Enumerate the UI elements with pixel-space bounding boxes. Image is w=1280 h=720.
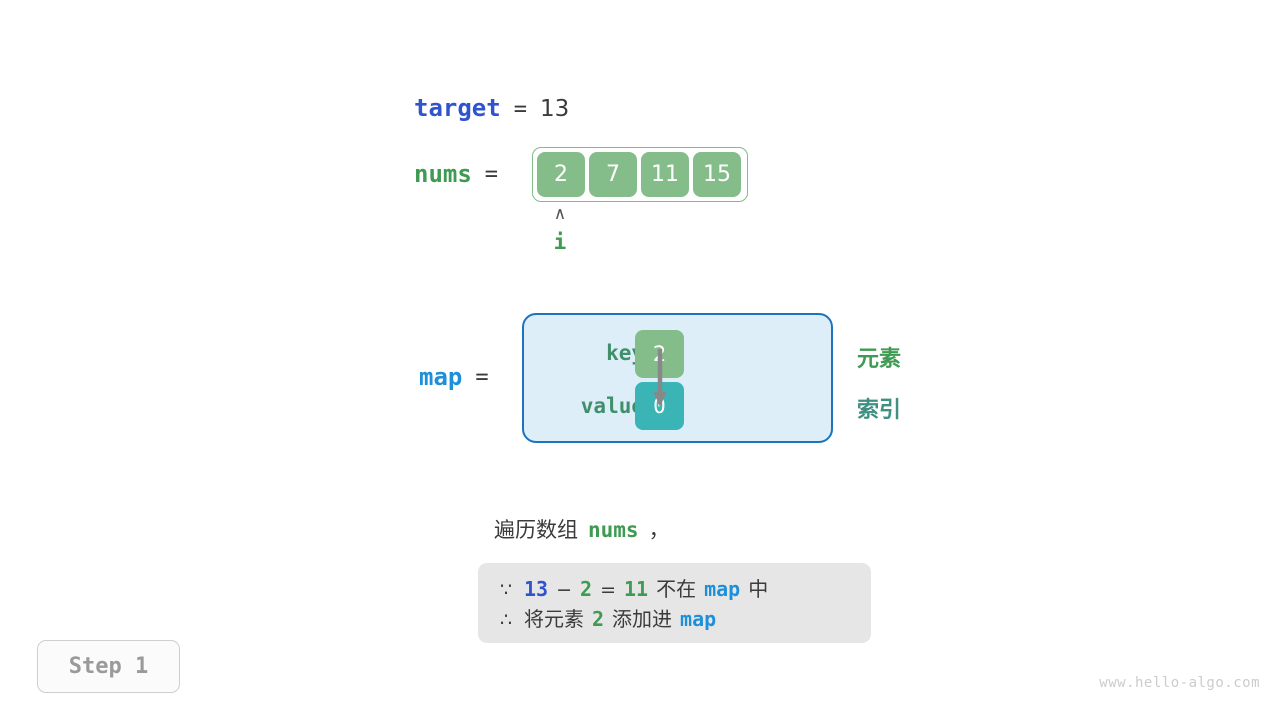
target-value: 13 — [539, 96, 570, 122]
nums-array-container: 2 7 11 15 — [532, 147, 748, 202]
side-note-element: 元素 — [857, 347, 902, 372]
caption-text-before: 遍历数组 — [494, 518, 578, 542]
map-key-label: key — [606, 341, 644, 365]
map-equals-sign: = — [475, 364, 489, 390]
reason2-keyword-map: map — [680, 607, 717, 631]
nums-declaration: nums = — [414, 160, 498, 188]
reason2-text-mid: 添加进 — [612, 607, 673, 631]
array-cell: 15 — [693, 152, 741, 197]
watermark: www.hello-algo.com — [1099, 675, 1260, 691]
reasoning-line-2: ∴ 将元素 2 添加进 map — [500, 603, 849, 633]
target-declaration: target = 13 — [414, 94, 569, 122]
target-variable-label: target — [414, 94, 501, 122]
array-cell: 2 — [537, 152, 585, 197]
map-value-label: value — [580, 394, 644, 418]
index-pointer-group: ∧ i — [532, 204, 588, 255]
reasoning-line-1: ∵ 13 − 2 = 11 不在 map 中 — [500, 573, 849, 603]
map-value-cell: 0 — [635, 382, 684, 430]
caret-up-icon: ∧ — [553, 204, 567, 224]
map-variable-label: map — [419, 363, 463, 391]
array-cell: 11 — [641, 152, 689, 197]
because-symbol: ∵ — [500, 579, 513, 601]
caption-keyword-nums: nums — [588, 518, 639, 542]
reason2-element-value: 2 — [592, 607, 605, 631]
reason-result: 11 — [623, 577, 649, 601]
reason-minus-sign: − — [556, 579, 573, 601]
nums-variable-label: nums — [414, 160, 472, 188]
reason-keyword-map: map — [704, 577, 741, 601]
reason2-text-before: 将元素 — [524, 607, 584, 631]
therefore-symbol: ∴ — [500, 609, 513, 631]
reason-operand-current: 2 — [580, 577, 593, 601]
reason-equals-sign: = — [600, 579, 616, 601]
caption-punctuation: ， — [648, 518, 670, 542]
reason-text-within: 中 — [748, 577, 769, 601]
target-equals-sign: = — [513, 97, 527, 122]
side-note-index: 索引 — [857, 398, 902, 423]
reason-operand-target: 13 — [524, 577, 549, 601]
nums-equals-sign: = — [484, 161, 499, 187]
index-pointer-label: i — [553, 230, 567, 254]
array-cell: 7 — [589, 152, 637, 197]
reason-text-not-in: 不在 — [656, 577, 697, 601]
step-badge: Step 1 — [37, 640, 180, 693]
caption-line: 遍历数组 nums ， — [494, 514, 670, 544]
map-declaration: map = — [419, 363, 489, 391]
map-container: key value 2 0 — [522, 313, 833, 443]
reasoning-box: ∵ 13 − 2 = 11 不在 map 中 ∴ 将元素 2 添加进 map — [478, 563, 871, 643]
map-key-cell: 2 — [635, 330, 684, 378]
